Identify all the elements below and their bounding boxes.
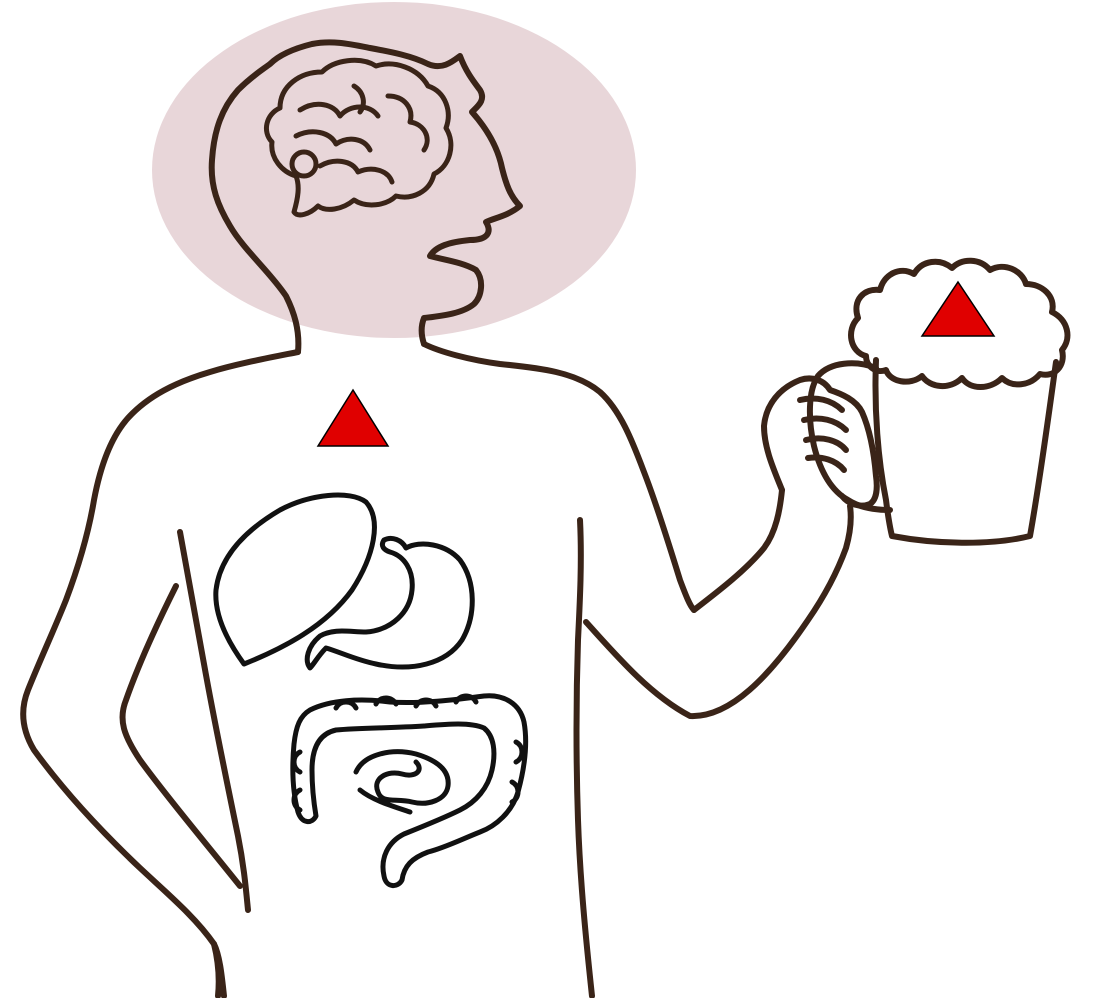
stomach-outline [307, 538, 472, 668]
liver-icon [216, 495, 375, 664]
stomach-icon [307, 538, 472, 668]
finger-outline [800, 398, 846, 470]
liver-outline [216, 495, 375, 664]
left-shoulder-arm-outline [23, 352, 298, 996]
right-forearm-lower-outline [586, 506, 851, 716]
mug-body [875, 360, 1056, 543]
chest-marker-triangle [318, 390, 388, 446]
right-forearm-upper-outline [694, 490, 782, 610]
mug-marker-triangle [922, 282, 994, 336]
right-torso-side-outline [577, 520, 593, 996]
colon-outline [293, 696, 526, 886]
small-intestine-outline [356, 752, 448, 812]
left-hip-outline [214, 944, 219, 996]
intestines-icon [293, 696, 526, 886]
